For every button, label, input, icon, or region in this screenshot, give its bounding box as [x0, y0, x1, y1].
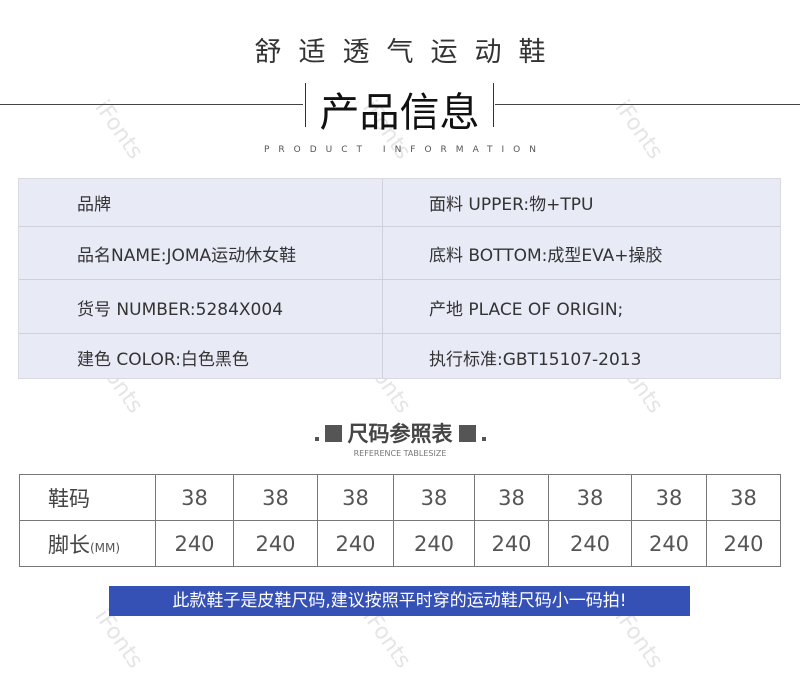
size-cell: 38 [474, 474, 549, 521]
title-bracket-left [305, 83, 306, 127]
square-icon [324, 425, 342, 442]
column-divider [382, 179, 383, 378]
info-brand: 品牌 [77, 195, 111, 215]
info-item-number: 货号 NUMBER:5284X004 [77, 299, 284, 320]
info-color: 建色 COLOR:白色黑色 [77, 349, 249, 370]
length-row-label: 脚长(MM) [19, 520, 156, 567]
length-cell: 240 [631, 520, 707, 567]
length-label-text: 脚长 [48, 532, 90, 557]
size-advice-banner: 此款鞋子是皮鞋尺码,建议按照平时穿的运动鞋尺码小一码拍! [109, 586, 690, 616]
size-cell: 38 [393, 474, 475, 521]
info-sole-material: 底料 BOTTOM:成型EVA+操胶 [429, 246, 663, 266]
page-title-english: PRODUCT INFORMATION [263, 145, 546, 155]
info-row: 货号 NUMBER:5284X004 产地 PLACE OF ORIGIN; [19, 279, 780, 334]
size-table: 鞋码 38 38 38 38 38 38 38 38 脚长(MM) 240 24… [19, 474, 781, 567]
info-standard: 执行标准:GBT15107-2013 [429, 349, 642, 370]
length-cell: 240 [548, 520, 632, 567]
dot-icon [481, 437, 486, 441]
length-cell: 240 [233, 520, 318, 567]
length-cell: 240 [706, 520, 781, 567]
title-bracket-right [493, 83, 494, 127]
info-row: 品名NAME:JOMA运动休女鞋 底料 BOTTOM:成型EVA+操胶 [19, 226, 780, 280]
size-chart-title-text: 尺码参照表 [347, 422, 453, 446]
size-chart-subtitle: REFERENCE TABLESIZE [353, 449, 447, 458]
table-row: 脚长(MM) 240 240 240 240 240 240 240 240 [19, 520, 781, 567]
length-cell: 240 [155, 520, 234, 567]
size-cell: 38 [548, 474, 632, 521]
length-unit: (MM) [90, 540, 121, 555]
table-row: 鞋码 38 38 38 38 38 38 38 38 [19, 474, 781, 521]
dot-icon [314, 437, 319, 441]
size-cell: 38 [155, 474, 234, 521]
product-info-table: 品牌 面料 UPPER:物+TPU 品名NAME:JOMA运动休女鞋 底料 BO… [18, 178, 781, 379]
size-cell: 38 [233, 474, 318, 521]
length-cell: 240 [474, 520, 549, 567]
size-row-label: 鞋码 [19, 474, 156, 521]
length-cell: 240 [317, 520, 394, 567]
info-place-of-origin: 产地 PLACE OF ORIGIN; [429, 299, 624, 320]
info-upper-material: 面料 UPPER:物+TPU [429, 195, 594, 215]
header-divider-right [495, 104, 800, 105]
size-cell: 38 [631, 474, 707, 521]
product-subtitle: 舒适透气运动鞋 [254, 37, 563, 68]
header-divider-left [0, 104, 303, 105]
page-title: 产品信息 [319, 90, 480, 136]
info-product-name: 品名NAME:JOMA运动休女鞋 [77, 246, 297, 266]
size-chart-title: 尺码参照表 [0, 418, 800, 448]
info-row: 品牌 面料 UPPER:物+TPU [19, 179, 780, 226]
length-cell: 240 [393, 520, 475, 567]
size-cell: 38 [706, 474, 781, 521]
info-row: 建色 COLOR:白色黑色 执行标准:GBT15107-2013 [19, 333, 780, 380]
square-icon [458, 425, 476, 442]
size-cell: 38 [317, 474, 394, 521]
